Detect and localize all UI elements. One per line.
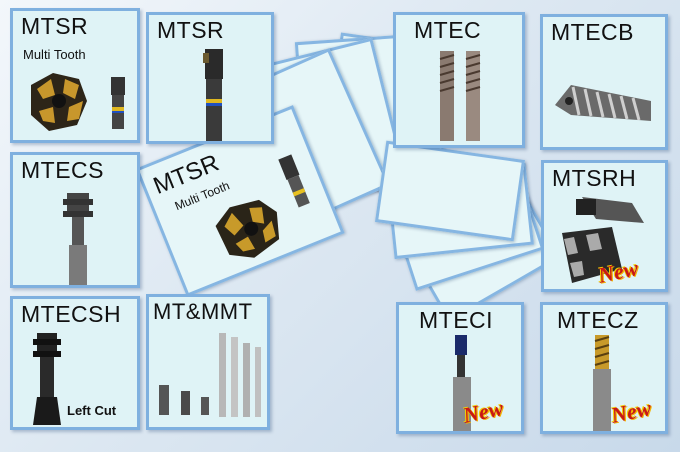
card-title: MTSR: [21, 13, 89, 39]
card-mtsr-multi-tooth[interactable]: MTSR Multi Tooth: [10, 8, 140, 143]
card-title: MTECI: [419, 307, 494, 333]
card-title: MTECB: [551, 19, 634, 45]
card-title: MTECZ: [557, 307, 639, 333]
card-title: MT&MMT: [153, 299, 253, 324]
fan-card-front: MTSR Multi Tooth: [135, 105, 345, 297]
card-mtsrh[interactable]: MTSRH New: [541, 160, 668, 292]
card-title: MTECSH: [21, 301, 122, 327]
card-mteci[interactable]: MTECI New: [396, 302, 524, 434]
card-title: MTEC: [414, 17, 482, 43]
shell-mill-image: [562, 197, 644, 283]
mini-thread-mill-set-image: [159, 333, 261, 417]
end-mill-image: [278, 154, 310, 208]
end-mill-image: [111, 77, 125, 129]
end-mill-image: [203, 49, 223, 141]
card-subtitle: Multi Tooth: [23, 47, 86, 62]
card-title: MTSR: [157, 17, 225, 43]
card-mtecs[interactable]: MTECS: [10, 152, 140, 288]
card-title: MTSRH: [552, 165, 637, 191]
card-mtecb[interactable]: MTECB: [540, 14, 668, 150]
left-cut-thread-mill-image: [33, 333, 61, 425]
thread-mill-image: [63, 193, 93, 285]
thread-mill-image: [453, 335, 471, 431]
multi-tooth-cutter-image: [215, 199, 280, 258]
card-mtec[interactable]: MTEC: [393, 12, 525, 148]
card-mtsr[interactable]: MTSR: [146, 12, 274, 144]
card-title: MTECS: [21, 157, 104, 183]
left-cut-caption: Left Cut: [67, 403, 117, 418]
thread-mill-image: [555, 85, 651, 121]
card-mt-mmt[interactable]: MT&MMT: [146, 294, 270, 430]
card-mtecsh[interactable]: MTECSH Left Cut: [10, 296, 140, 430]
card-mtecz[interactable]: MTECZ New: [540, 302, 668, 434]
thread-mill-image: [439, 51, 481, 141]
thread-mill-image: [593, 335, 611, 431]
multi-tooth-cutter-image: [31, 73, 87, 131]
